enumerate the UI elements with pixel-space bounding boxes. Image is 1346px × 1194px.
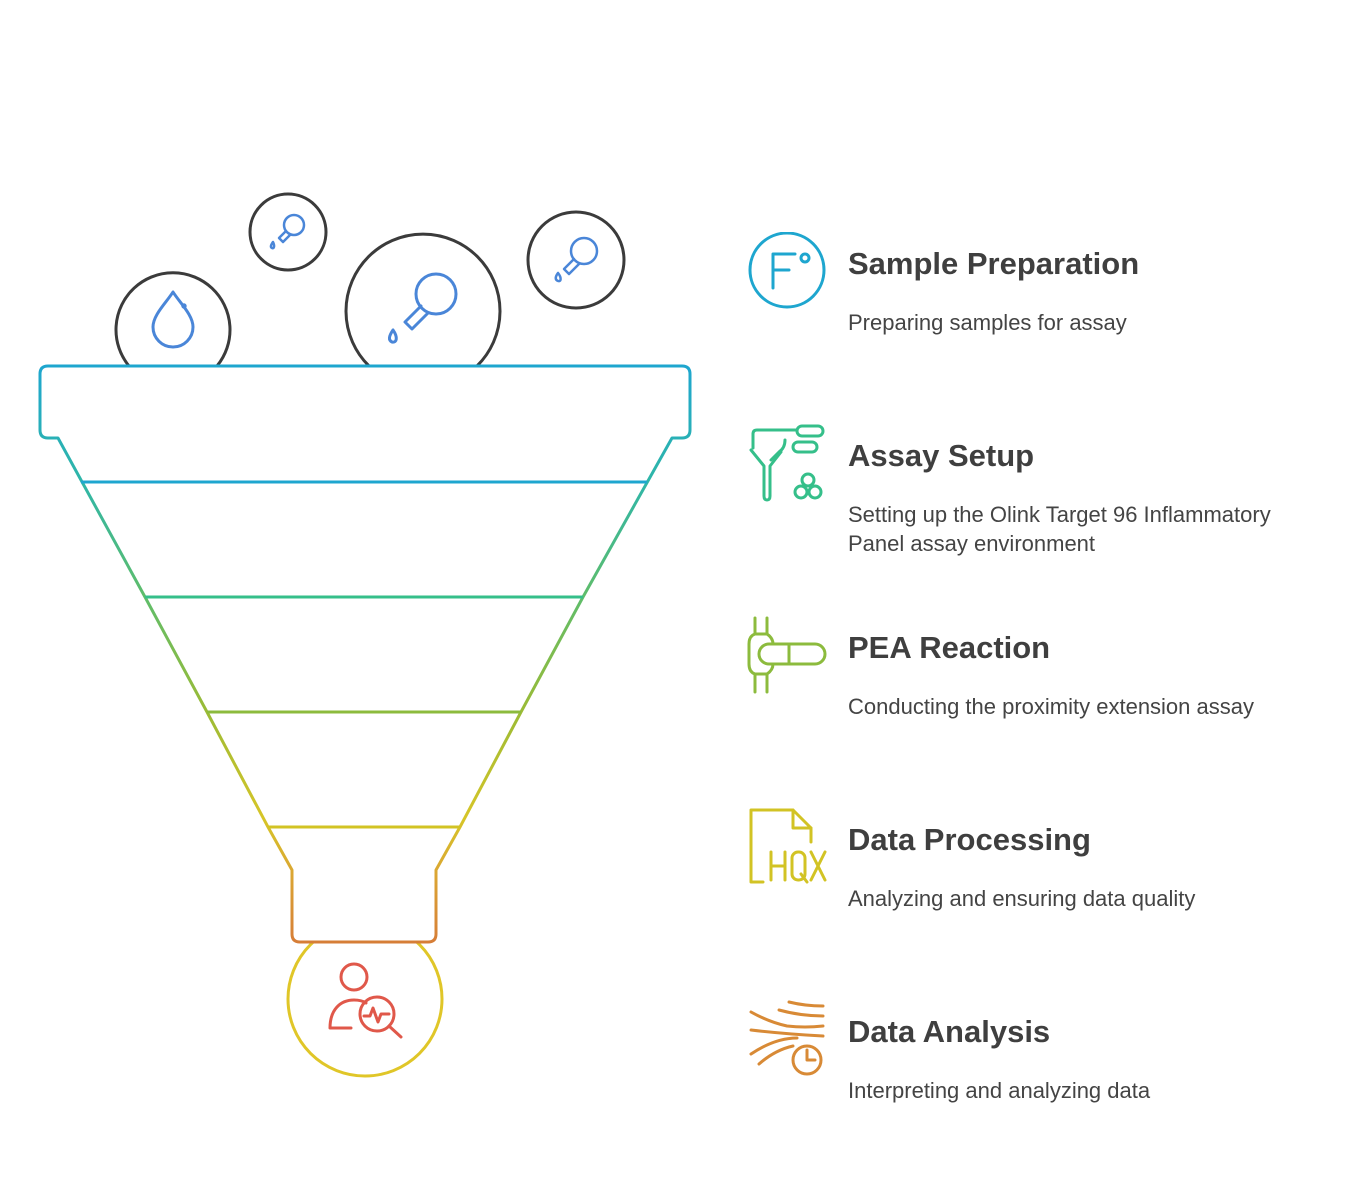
step-description: Conducting the proximity extension assay: [848, 694, 1254, 719]
funnel-body: [38, 364, 692, 944]
wind-chart-icon: [749, 1000, 825, 1076]
step-title: PEA Reaction: [848, 630, 1051, 665]
analyst-magnifier-icon: [328, 962, 403, 1039]
pipette-icon: [388, 272, 458, 344]
step-description: Preparing samples for assay: [848, 310, 1127, 335]
drop-circle-large-left: [114, 271, 232, 367]
tube-pipe-icon: [747, 616, 827, 694]
pipette-icon: [554, 236, 599, 283]
step-title: Data Processing: [848, 822, 1091, 857]
pipette-icon: [269, 213, 306, 250]
antibody-pipette-icon: [749, 424, 825, 502]
hqx-file-icon: [749, 808, 827, 884]
drop-circle-small-top: [248, 192, 328, 272]
step-description: Interpreting and analyzing data: [848, 1078, 1151, 1103]
step-description: Setting up the Olink Target 96 Inflammat…: [848, 502, 1271, 556]
step-title: Sample Preparation: [848, 246, 1140, 281]
drop-circle-medium-right: [526, 210, 626, 310]
step-title: Data Analysis: [848, 1014, 1051, 1049]
pipette-f-icon: [748, 232, 826, 309]
water-drop-icon: [151, 290, 195, 349]
output-circle: [286, 920, 444, 1078]
step-description: Analyzing and ensuring data quality: [848, 886, 1196, 911]
step-title: Assay Setup: [848, 438, 1035, 473]
drop-circle-center: [344, 232, 502, 368]
